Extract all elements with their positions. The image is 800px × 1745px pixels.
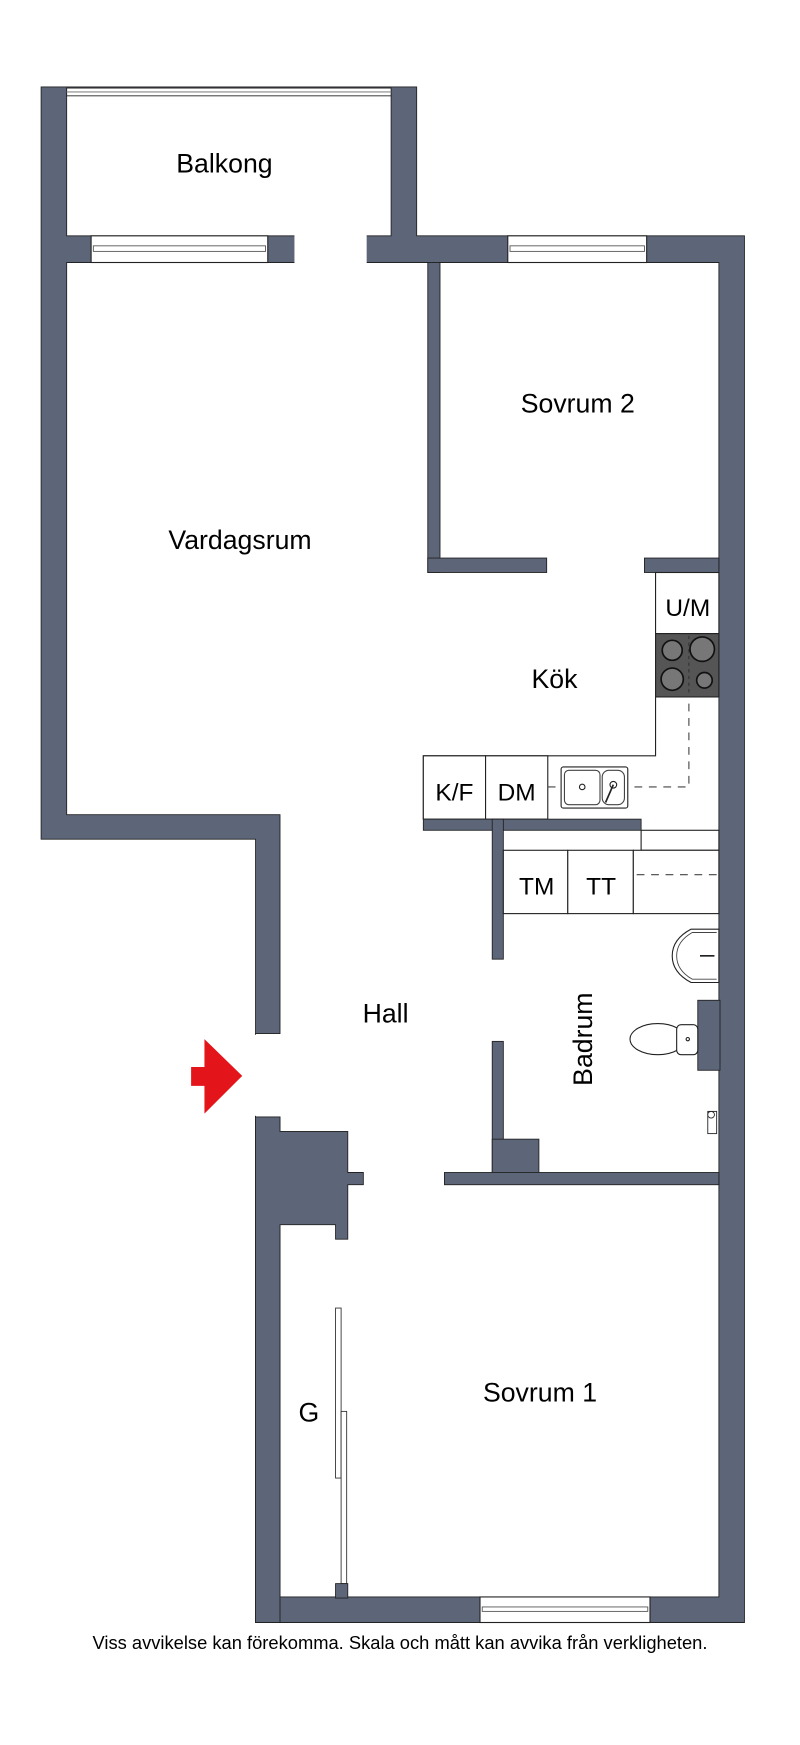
sink-icon	[560, 766, 629, 809]
room-label-sovrum2: Sovrum 2	[521, 389, 635, 419]
entrance-arrow-icon	[191, 1039, 243, 1114]
burner-icon	[695, 671, 714, 689]
room-label-vardagsrum: Vardagsrum	[168, 525, 311, 555]
interior-floor	[66, 262, 720, 1598]
stove	[655, 633, 720, 698]
wall-bedroom2-left	[427, 262, 441, 573]
label-dm: DM	[498, 779, 536, 806]
balcony-railing	[66, 87, 392, 97]
wall-kitchen-bath	[422, 818, 642, 831]
wall-bath-bottom	[444, 1172, 720, 1186]
tt-machine	[567, 849, 634, 915]
balcony-floor	[66, 88, 392, 237]
window-bedroom-1	[479, 1596, 651, 1624]
toilet-icon	[629, 1023, 699, 1056]
label-um: U/M	[665, 595, 710, 622]
wall-closet-stub	[335, 1583, 349, 1599]
room-label-badrum: Badrum	[568, 992, 598, 1085]
label-kf: K/F	[435, 779, 473, 806]
disclaimer-caption: Viss avvikelse kan förekomma. Skala och …	[93, 1632, 708, 1653]
bath-counter	[632, 849, 720, 915]
burner-icon	[689, 636, 716, 663]
room-label-hall: Hall	[363, 999, 409, 1029]
label-tt: TT	[586, 874, 616, 901]
tm-machine	[502, 849, 569, 915]
fridge-freezer-cabinet	[655, 571, 720, 635]
balcony-door-opening[interactable]	[294, 234, 367, 264]
wall-bath-corner	[491, 1138, 540, 1176]
room-label-balkong: Balkong	[176, 149, 272, 179]
label-g: G	[299, 1397, 320, 1427]
bath-shelf	[640, 829, 720, 851]
wall-bath-left-upper	[491, 818, 504, 960]
room-label-kok: Kök	[531, 664, 578, 694]
burner-icon	[660, 667, 685, 692]
label-tm: TM	[519, 874, 554, 901]
entrance-opening	[254, 1034, 282, 1116]
window-bedroom-2	[507, 235, 648, 264]
faucet-icon	[707, 1110, 718, 1135]
wall-bedroom2-bottom-left	[427, 557, 548, 573]
wall-hall-block	[255, 1116, 364, 1623]
burner-icon	[661, 639, 684, 662]
wall-bedroom2-bottom-right	[644, 557, 720, 573]
wall-toilet-bump	[697, 999, 721, 1071]
room-label-sovrum1: Sovrum 1	[483, 1377, 597, 1407]
washbasin-icon	[671, 928, 720, 984]
window-living-room	[90, 235, 269, 264]
